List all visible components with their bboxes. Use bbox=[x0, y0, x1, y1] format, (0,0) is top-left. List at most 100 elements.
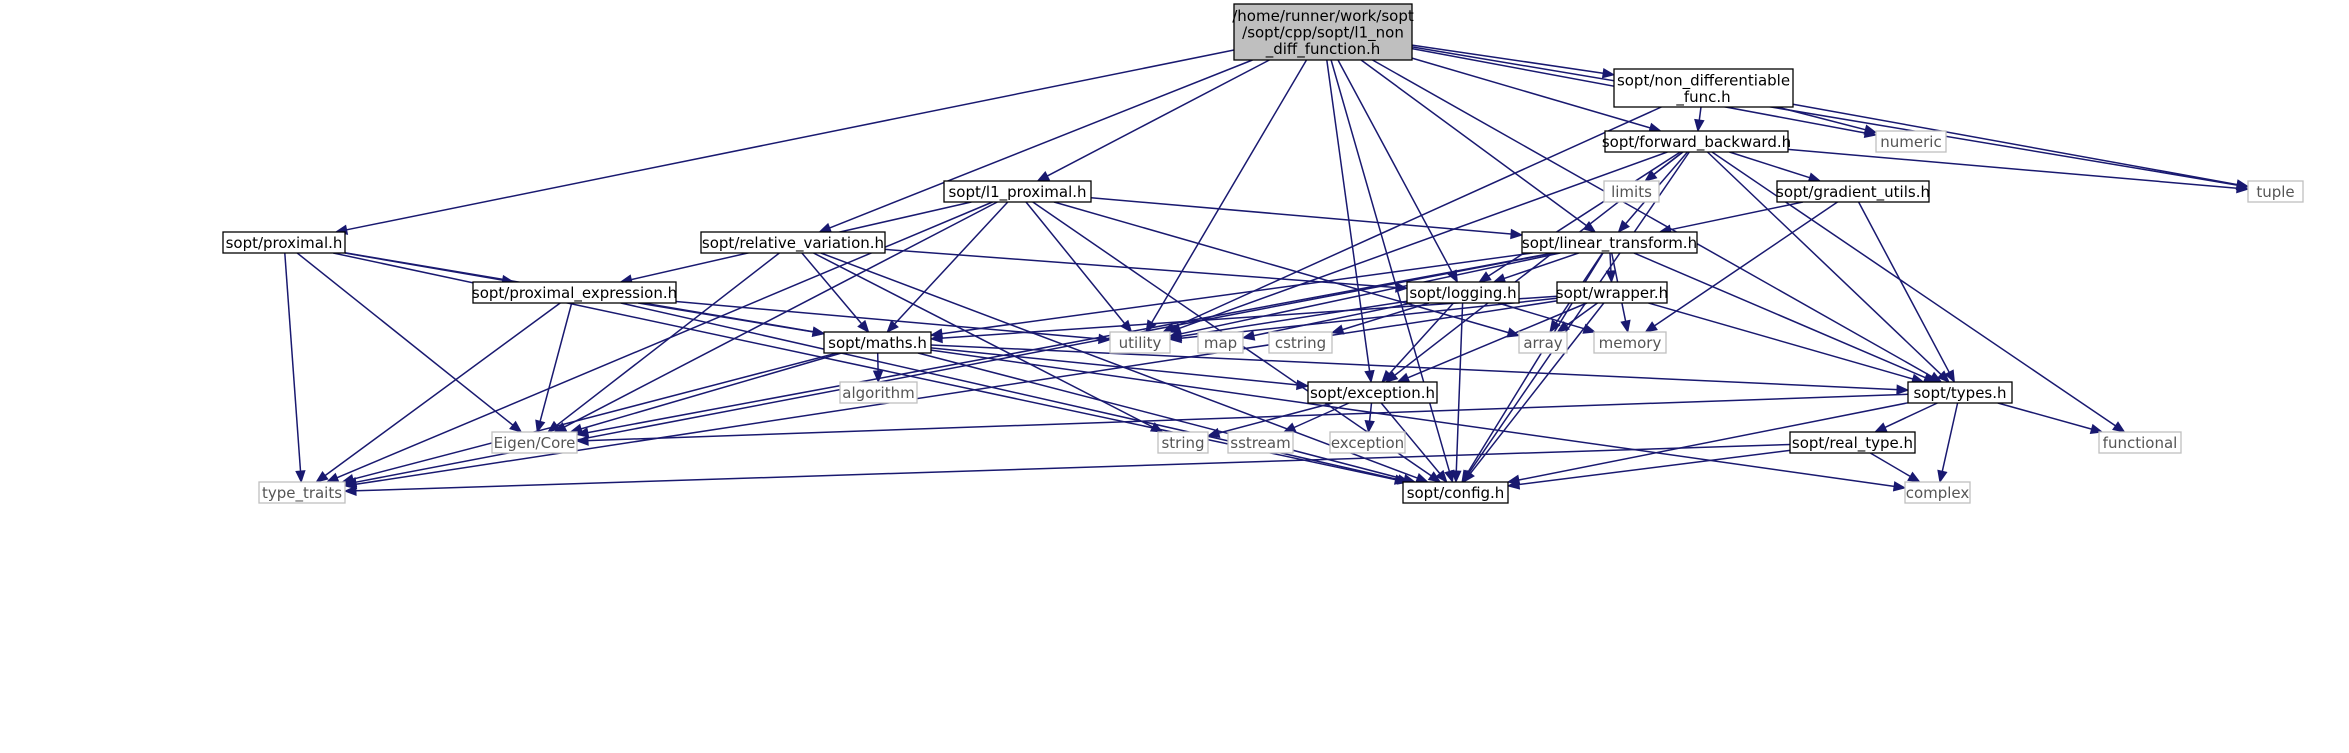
arrowhead-icon bbox=[1435, 469, 1448, 484]
edge-line bbox=[801, 252, 863, 325]
edge-line bbox=[580, 352, 842, 430]
edge-fb-to-types bbox=[1706, 151, 1950, 383]
node-label: complex bbox=[1906, 484, 1970, 502]
edge-line bbox=[884, 248, 1397, 289]
node-numeric: numeric bbox=[1875, 130, 1947, 153]
edges-layer bbox=[284, 44, 2250, 497]
node-box bbox=[839, 381, 918, 404]
node-box bbox=[1518, 331, 1568, 354]
node-label: type_traits bbox=[262, 484, 342, 503]
node-grad[interactable]: sopt/gradient_utils.h bbox=[1776, 180, 1930, 203]
node-prox[interactable]: sopt/proximal.h bbox=[222, 231, 346, 254]
edge-ndf-to-tuple bbox=[1792, 103, 2250, 190]
edge-line bbox=[1869, 452, 1911, 478]
node-label: sopt/maths.h bbox=[828, 334, 927, 352]
node-log[interactable]: sopt/logging.h bbox=[1406, 281, 1520, 304]
edge-line bbox=[941, 252, 1533, 335]
edge-types-to-eigen bbox=[575, 393, 1909, 446]
edge-lt-to-wrap bbox=[1605, 252, 1617, 284]
edge-grad-to-memory bbox=[1644, 201, 1838, 333]
edge-line bbox=[1729, 151, 1810, 179]
node-wrap[interactable]: sopt/wrapper.h bbox=[1556, 281, 1668, 304]
node-root[interactable]: /home/runner/work/sopt/sopt/cpp/sopt/l1_… bbox=[1232, 3, 1414, 61]
arrowhead-icon bbox=[2112, 421, 2126, 433]
node-box bbox=[1521, 231, 1698, 254]
node-box bbox=[1603, 180, 1660, 203]
edge-prox-to-eigen bbox=[296, 252, 523, 433]
edge-log-to-exc bbox=[1381, 302, 1455, 383]
arrowhead-icon bbox=[1036, 171, 1051, 182]
node-relvar[interactable]: sopt/relative_variation.h bbox=[700, 231, 886, 254]
node-box bbox=[1875, 130, 1947, 153]
edge-root-to-config bbox=[1330, 59, 1455, 484]
node-box bbox=[1904, 481, 1971, 504]
edge-line bbox=[1497, 302, 1585, 330]
node-label: cstring bbox=[1275, 334, 1326, 352]
node-label: sopt/logging.h bbox=[1409, 284, 1516, 302]
node-types[interactable]: sopt/types.h bbox=[1907, 381, 2013, 404]
node-box bbox=[1402, 481, 1509, 504]
node-ndf[interactable]: sopt/non_differentiable_func.h bbox=[1613, 68, 1794, 108]
node-box bbox=[1406, 281, 1520, 304]
edge-line bbox=[1884, 402, 1938, 429]
node-exc[interactable]: sopt/exception.h bbox=[1307, 381, 1438, 404]
edge-line bbox=[564, 201, 998, 428]
node-label: _diff_function.h bbox=[1265, 40, 1381, 59]
node-l1p[interactable]: sopt/l1_proximal.h bbox=[943, 180, 1092, 203]
node-label: _func.h bbox=[1675, 88, 1730, 107]
edge-wrap-to-config bbox=[1462, 302, 1605, 484]
edge-line bbox=[930, 344, 1898, 391]
arrowhead-icon bbox=[1149, 422, 1164, 433]
node-config[interactable]: sopt/config.h bbox=[1402, 481, 1509, 504]
edge-root-to-ndf bbox=[1411, 44, 1616, 79]
node-lt[interactable]: sopt/linear_transform.h bbox=[1521, 231, 1698, 254]
node-box bbox=[943, 180, 1092, 203]
node-fb[interactable]: sopt/forward_backward.h bbox=[1602, 130, 1791, 153]
edge-line bbox=[1411, 44, 1604, 74]
edge-l1p-to-utility bbox=[1025, 201, 1133, 334]
arrowhead-icon bbox=[575, 435, 589, 446]
node-tuple: tuple bbox=[2247, 180, 2304, 203]
arrowhead-icon bbox=[343, 485, 357, 497]
node-label: sopt/proximal_expression.h bbox=[472, 284, 677, 303]
edge-pexpr-to-typetraits bbox=[315, 302, 561, 483]
node-label: sopt/wrapper.h bbox=[1556, 284, 1668, 302]
node-label: exception bbox=[1331, 434, 1404, 452]
node-box bbox=[823, 331, 932, 354]
arrowhead-icon bbox=[1206, 427, 1221, 438]
node-label: array bbox=[1523, 334, 1562, 352]
edge-line bbox=[1670, 201, 1804, 231]
node-realtype[interactable]: sopt/real_type.h bbox=[1789, 431, 1916, 454]
node-string: string bbox=[1157, 431, 1209, 454]
edge-line bbox=[1941, 402, 1959, 472]
edge-line bbox=[1609, 252, 1612, 272]
edge-root-to-tuple bbox=[1411, 46, 2250, 191]
node-maths[interactable]: sopt/maths.h bbox=[823, 331, 932, 354]
edge-line bbox=[829, 59, 1253, 229]
node-box bbox=[1329, 431, 1406, 454]
arrowhead-icon bbox=[857, 319, 870, 334]
arrowhead-icon bbox=[1605, 270, 1617, 284]
arrowhead-icon bbox=[1381, 369, 1394, 383]
node-pexpr[interactable]: sopt/proximal_expression.h bbox=[472, 281, 677, 304]
edge-pexpr-to-maths bbox=[637, 302, 826, 337]
arrowhead-icon bbox=[1396, 372, 1411, 383]
edge-realtype-to-typetraits bbox=[343, 443, 1791, 497]
edge-line bbox=[637, 302, 814, 333]
edge-line bbox=[1090, 197, 1512, 235]
edge-l1p-to-lt bbox=[1090, 197, 1524, 240]
edge-log-to-config bbox=[1451, 302, 1464, 484]
edge-line bbox=[1179, 151, 1668, 330]
edge-prox-to-typetraits bbox=[284, 252, 306, 484]
node-box bbox=[1613, 68, 1794, 108]
edge-line bbox=[1503, 252, 1579, 280]
node-label: sopt/l1_proximal.h bbox=[948, 183, 1086, 202]
edge-line bbox=[820, 252, 1418, 479]
node-label: functional bbox=[2103, 434, 2178, 452]
edge-line bbox=[1407, 302, 1588, 379]
arrowhead-icon bbox=[1549, 319, 1561, 334]
edge-line bbox=[1455, 302, 1464, 472]
arrowhead-icon bbox=[1478, 271, 1492, 283]
edge-line bbox=[1372, 59, 1933, 378]
edge-exc-to-string bbox=[1206, 402, 1333, 438]
